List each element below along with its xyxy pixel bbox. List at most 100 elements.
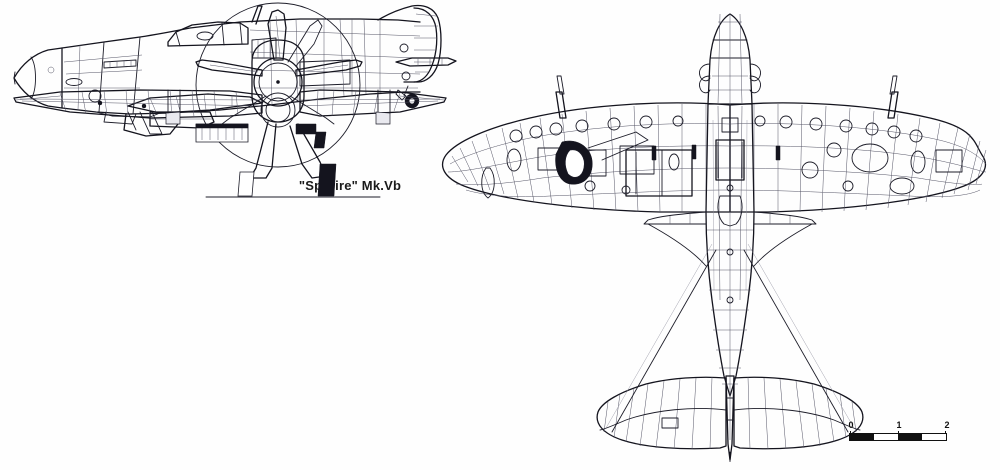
spinner-ring (30, 56, 36, 100)
fuselage-front-section (251, 39, 305, 123)
right-elevator-hinge (733, 408, 861, 431)
lower-cowl-bulge-inner (265, 97, 291, 123)
forward-fuselage-panel (721, 117, 739, 133)
windscreen-frame (175, 31, 181, 47)
fuselage-lower-line (61, 91, 421, 115)
right-cannon-fairing (375, 111, 391, 125)
front-elevation-view (0, 0, 460, 215)
right-cannon-barrel (887, 91, 899, 119)
main-gear-brace (127, 111, 137, 131)
left-gear-leg (249, 121, 277, 179)
left-cannon-barrel (555, 91, 567, 119)
tailwheel-strut (403, 85, 409, 97)
scale-segment-1 (850, 434, 874, 440)
fillet-ribs (669, 214, 791, 224)
side-fuselage-group (13, 4, 457, 137)
plan-view (430, 0, 1000, 470)
left-wing-fillet (643, 211, 707, 225)
gear-door (313, 131, 327, 149)
left-wheel-well (625, 149, 693, 197)
plan-group (441, 13, 987, 463)
fuselage-frames (269, 18, 381, 105)
propeller-blade-left (195, 59, 263, 77)
right-tailplane (733, 376, 864, 450)
radiator-lip (195, 123, 249, 129)
left-cannon-break (167, 89, 181, 114)
right-wing-fillet (753, 211, 817, 225)
side-elevation-svg (13, 4, 457, 137)
spinner-center (276, 80, 280, 84)
scale-bar: 0 1 2 (845, 420, 960, 450)
spinner-front-outer (253, 57, 303, 107)
left-cannon-muzzle (556, 75, 565, 95)
left-cannon-fairing (165, 111, 181, 125)
right-wing-front (299, 89, 447, 117)
left-wheel-hub-plan (564, 149, 585, 178)
right-wing-spars (729, 123, 987, 197)
fuselage-stringers-outer (712, 119, 748, 291)
right-root-taper (753, 223, 813, 267)
exhaust-stubs (103, 59, 137, 69)
cockpit-rails (717, 141, 743, 179)
right-wing-holes (754, 115, 963, 195)
cowl-panel-lines-plan (717, 13, 743, 105)
aerial-wire-left-2 (605, 243, 713, 429)
left-exhaust-plan-2 (699, 75, 711, 94)
front-elevation-svg (13, 2, 447, 198)
rear-fuselage-hatch (717, 195, 743, 227)
scale-labels: 0 1 2 (848, 420, 949, 432)
right-wing-chord-lines (299, 98, 441, 107)
cowl-panel-line-2 (132, 36, 141, 115)
cowl-seam-mid (65, 69, 143, 75)
left-wing-dot-2 (141, 103, 147, 109)
left-wing-plan (441, 102, 731, 213)
left-tip-line (15, 95, 61, 101)
left-root-taper (647, 223, 707, 267)
fuselage-access-1 (726, 248, 734, 256)
cowl-access-oval (65, 78, 83, 86)
elevator-trim-tab (661, 417, 679, 429)
tailwheel-fairing (395, 89, 407, 101)
aerial-wire-right (743, 249, 849, 433)
fuselage-stringer-1 (249, 29, 421, 37)
main-gear-leg (139, 111, 163, 135)
cowl-panel-line-1 (98, 41, 105, 113)
tailwheel-hub (409, 98, 415, 104)
rudder (413, 7, 438, 83)
cowl-rings-lower (710, 75, 750, 91)
right-cannon-muzzle (889, 75, 898, 95)
oil-cooler (103, 111, 137, 125)
right-tailplane-ribs (747, 376, 857, 450)
front-group (13, 2, 447, 198)
cowl-seam-upper (63, 54, 143, 63)
spinner-bolt (47, 66, 55, 74)
scale-bar-track (849, 431, 947, 441)
vertical-fin (377, 4, 442, 83)
scale-segment-4 (922, 434, 946, 440)
fuselage-panel (299, 59, 351, 87)
right-exhaust-plan-1 (749, 63, 761, 82)
scale-tick-2 (945, 431, 946, 434)
radiator-grille (201, 126, 243, 140)
propeller-blade-centerlines (209, 15, 349, 73)
left-exhaust-plan-1 (699, 63, 711, 82)
right-tip-line (399, 95, 445, 101)
scale-label-0: 0 (848, 420, 854, 430)
horizontal-stabiliser (395, 57, 457, 67)
propeller-disc-circle (195, 2, 361, 168)
scale-segment-3 (898, 434, 922, 440)
propeller-blade-feathered (287, 19, 323, 67)
lower-cowl-bulge (260, 92, 296, 128)
cockpit-opening (715, 139, 745, 181)
fuselage-stringer-3 (251, 69, 421, 75)
left-tailplane-ribs (603, 376, 713, 450)
propeller-blade-upper (267, 9, 287, 61)
stabiliser-ribs (417, 58, 443, 66)
right-cannon-break (377, 89, 391, 114)
left-wing-dot (97, 100, 103, 106)
right-wheel (317, 163, 337, 197)
propeller-blade-low-right (289, 95, 335, 125)
scale-tick-1 (898, 431, 899, 434)
aerial-wire-right-2 (747, 243, 855, 429)
